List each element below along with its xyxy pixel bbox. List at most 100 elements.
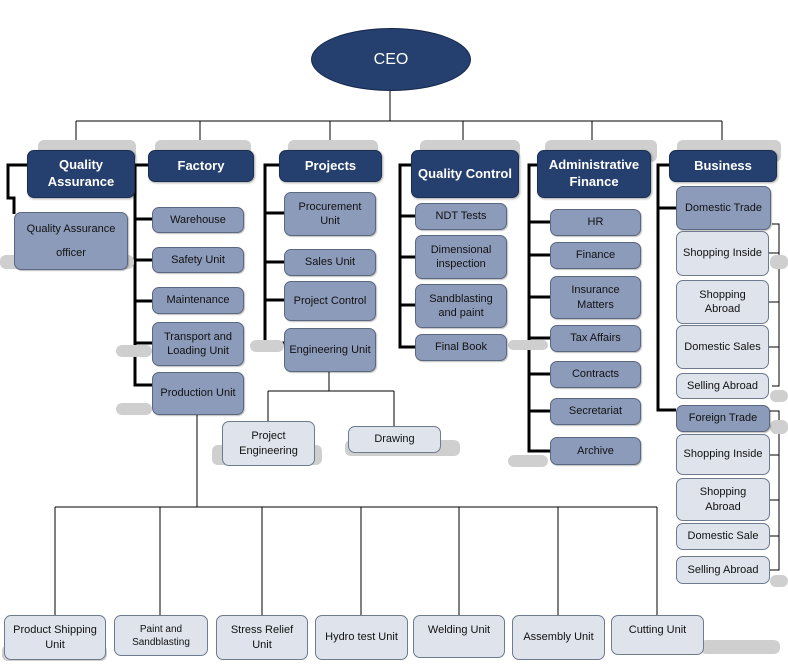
node-ndt-tests[interactable]: NDT Tests bbox=[415, 203, 507, 230]
node-procurement-unit[interactable]: Procurement Unit bbox=[284, 192, 376, 236]
shadow bbox=[770, 575, 788, 587]
node-label: Secretariat bbox=[568, 405, 623, 418]
dept-title: Business bbox=[694, 157, 752, 173]
dept-title: Factory bbox=[177, 157, 225, 173]
node-label: Warehouse bbox=[170, 213, 226, 226]
shadow bbox=[116, 345, 152, 357]
node-label: Assembly Unit bbox=[523, 631, 594, 644]
node-label: Procurement Unit bbox=[298, 200, 362, 227]
shadow bbox=[770, 255, 788, 269]
node-production-unit[interactable]: Production Unit bbox=[152, 372, 244, 415]
node-label: Product Shipping Unit bbox=[13, 624, 97, 651]
node-domestic-selling-abroad[interactable]: Selling Abroad bbox=[676, 373, 769, 399]
node-label: Sales Unit bbox=[304, 256, 356, 269]
node-product-shipping-unit[interactable]: Product Shipping Unit bbox=[4, 615, 106, 660]
node-label: NDT Tests bbox=[435, 210, 487, 223]
node-label: Shopping Abroad bbox=[699, 486, 747, 513]
node-project-engineering[interactable]: Project Engineering bbox=[222, 421, 315, 466]
node-engineering-unit[interactable]: Engineering Unit bbox=[284, 328, 376, 372]
node-foreign-domestic-sale[interactable]: Domestic Sale bbox=[676, 523, 770, 550]
dept-quality-control[interactable]: Quality Control bbox=[411, 150, 519, 198]
node-label: Engineering Unit bbox=[289, 343, 371, 356]
node-label: HR bbox=[587, 216, 604, 229]
node-assembly-unit[interactable]: Assembly Unit bbox=[512, 615, 605, 660]
dept-title: Projects bbox=[304, 157, 357, 173]
shadow bbox=[700, 640, 780, 654]
node-safety-unit[interactable]: Safety Unit bbox=[152, 247, 244, 273]
node-label: Drawing bbox=[374, 433, 415, 446]
node-transport-loading[interactable]: Transport and Loading Unit bbox=[152, 322, 244, 366]
node-foreign-shopping-abroad[interactable]: Shopping Abroad bbox=[676, 478, 770, 521]
node-label: Foreign Trade bbox=[688, 412, 758, 425]
node-domestic-sales[interactable]: Domestic Sales bbox=[676, 325, 769, 369]
node-label: Shopping Inside bbox=[683, 247, 762, 260]
node-label: Selling Abroad bbox=[687, 563, 759, 576]
node-label: Shopping Abroad bbox=[699, 288, 746, 315]
node-paint-sandblasting[interactable]: Paint and Sandblasting bbox=[114, 615, 208, 656]
node-label: Insurance Matters bbox=[571, 284, 620, 311]
node-domestic-trade[interactable]: Domestic Trade bbox=[676, 186, 771, 230]
node-project-control[interactable]: Project Control bbox=[284, 281, 376, 321]
dept-projects[interactable]: Projects bbox=[279, 150, 382, 182]
node-cutting-unit[interactable]: Cutting Unit bbox=[611, 615, 704, 655]
dept-title: Administrative Finance bbox=[548, 157, 640, 189]
node-sales-unit[interactable]: Sales Unit bbox=[284, 249, 376, 276]
dept-title: Quality Control bbox=[418, 165, 512, 181]
node-label: Domestic Sale bbox=[687, 530, 759, 543]
node-label: Domestic Trade bbox=[684, 201, 763, 214]
node-archive[interactable]: Archive bbox=[550, 437, 641, 465]
node-dimensional-inspection[interactable]: Dimensional inspection bbox=[415, 235, 507, 279]
node-tax-affairs[interactable]: Tax Affairs bbox=[550, 325, 641, 352]
node-foreign-trade[interactable]: Foreign Trade bbox=[676, 405, 770, 432]
node-label: Shopping Inside bbox=[683, 448, 763, 461]
node-insurance-matters[interactable]: Insurance Matters bbox=[550, 276, 641, 319]
node-label: Project Engineering bbox=[239, 430, 298, 457]
node-warehouse[interactable]: Warehouse bbox=[152, 207, 244, 233]
node-drawing[interactable]: Drawing bbox=[348, 426, 441, 453]
node-label: Paint and Sandblasting bbox=[132, 623, 190, 648]
node-label: Production Unit bbox=[160, 387, 236, 400]
node-maintenance[interactable]: Maintenance bbox=[152, 287, 244, 314]
node-label: Contracts bbox=[571, 368, 620, 381]
node-label: Finance bbox=[575, 249, 616, 262]
node-label: Selling Abroad bbox=[687, 379, 758, 392]
node-label: Final Book bbox=[435, 341, 487, 354]
shadow bbox=[508, 455, 548, 467]
node-label: Sandblasting and paint bbox=[429, 292, 493, 319]
node-label: Cutting Unit bbox=[628, 624, 687, 636]
node-stress-relief-unit[interactable]: Stress Relief Unit bbox=[216, 615, 308, 660]
dept-quality-assurance[interactable]: Quality Assurance bbox=[27, 150, 135, 198]
node-label: Hydro test Unit bbox=[325, 631, 398, 644]
node-contracts[interactable]: Contracts bbox=[550, 361, 641, 388]
shadow bbox=[250, 340, 284, 352]
node-sandblasting-paint[interactable]: Sandblasting and paint bbox=[415, 284, 507, 328]
node-foreign-selling-abroad[interactable]: Selling Abroad bbox=[676, 556, 770, 584]
node-secretariat[interactable]: Secretariat bbox=[550, 398, 641, 425]
shadow bbox=[508, 340, 548, 350]
node-label: Archive bbox=[577, 444, 614, 457]
node-welding-unit[interactable]: Welding Unit bbox=[413, 615, 505, 658]
dept-factory[interactable]: Factory bbox=[148, 150, 254, 182]
node-label: Transport and Loading Unit bbox=[163, 330, 233, 357]
node-label: Tax Affairs bbox=[570, 332, 621, 345]
node-label: Welding Unit bbox=[427, 624, 491, 636]
node-label: Domestic Sales bbox=[684, 340, 761, 353]
dept-business[interactable]: Business bbox=[669, 150, 777, 182]
node-label: Stress Relief Unit bbox=[230, 624, 294, 651]
node-label: Dimensional inspection bbox=[430, 243, 492, 270]
dept-title: Quality Assurance bbox=[47, 157, 115, 189]
node-hydro-test-unit[interactable]: Hydro test Unit bbox=[315, 615, 408, 660]
node-label: Safety Unit bbox=[171, 253, 225, 266]
node-label: Maintenance bbox=[166, 294, 230, 307]
node-final-book[interactable]: Final Book bbox=[415, 334, 507, 361]
node-finance[interactable]: Finance bbox=[550, 242, 641, 269]
node-domestic-shopping-abroad[interactable]: Shopping Abroad bbox=[676, 280, 769, 324]
node-foreign-shopping-inside[interactable]: Shopping Inside bbox=[676, 434, 770, 475]
dept-administrative-finance[interactable]: Administrative Finance bbox=[537, 150, 651, 198]
node-domestic-shopping-inside[interactable]: Shopping Inside bbox=[676, 231, 769, 276]
node-hr[interactable]: HR bbox=[550, 209, 641, 236]
node-quality-assurance-officer[interactable]: Quality Assurance officer bbox=[14, 212, 128, 270]
ceo-node[interactable]: CEO bbox=[311, 28, 471, 91]
shadow bbox=[770, 390, 788, 402]
